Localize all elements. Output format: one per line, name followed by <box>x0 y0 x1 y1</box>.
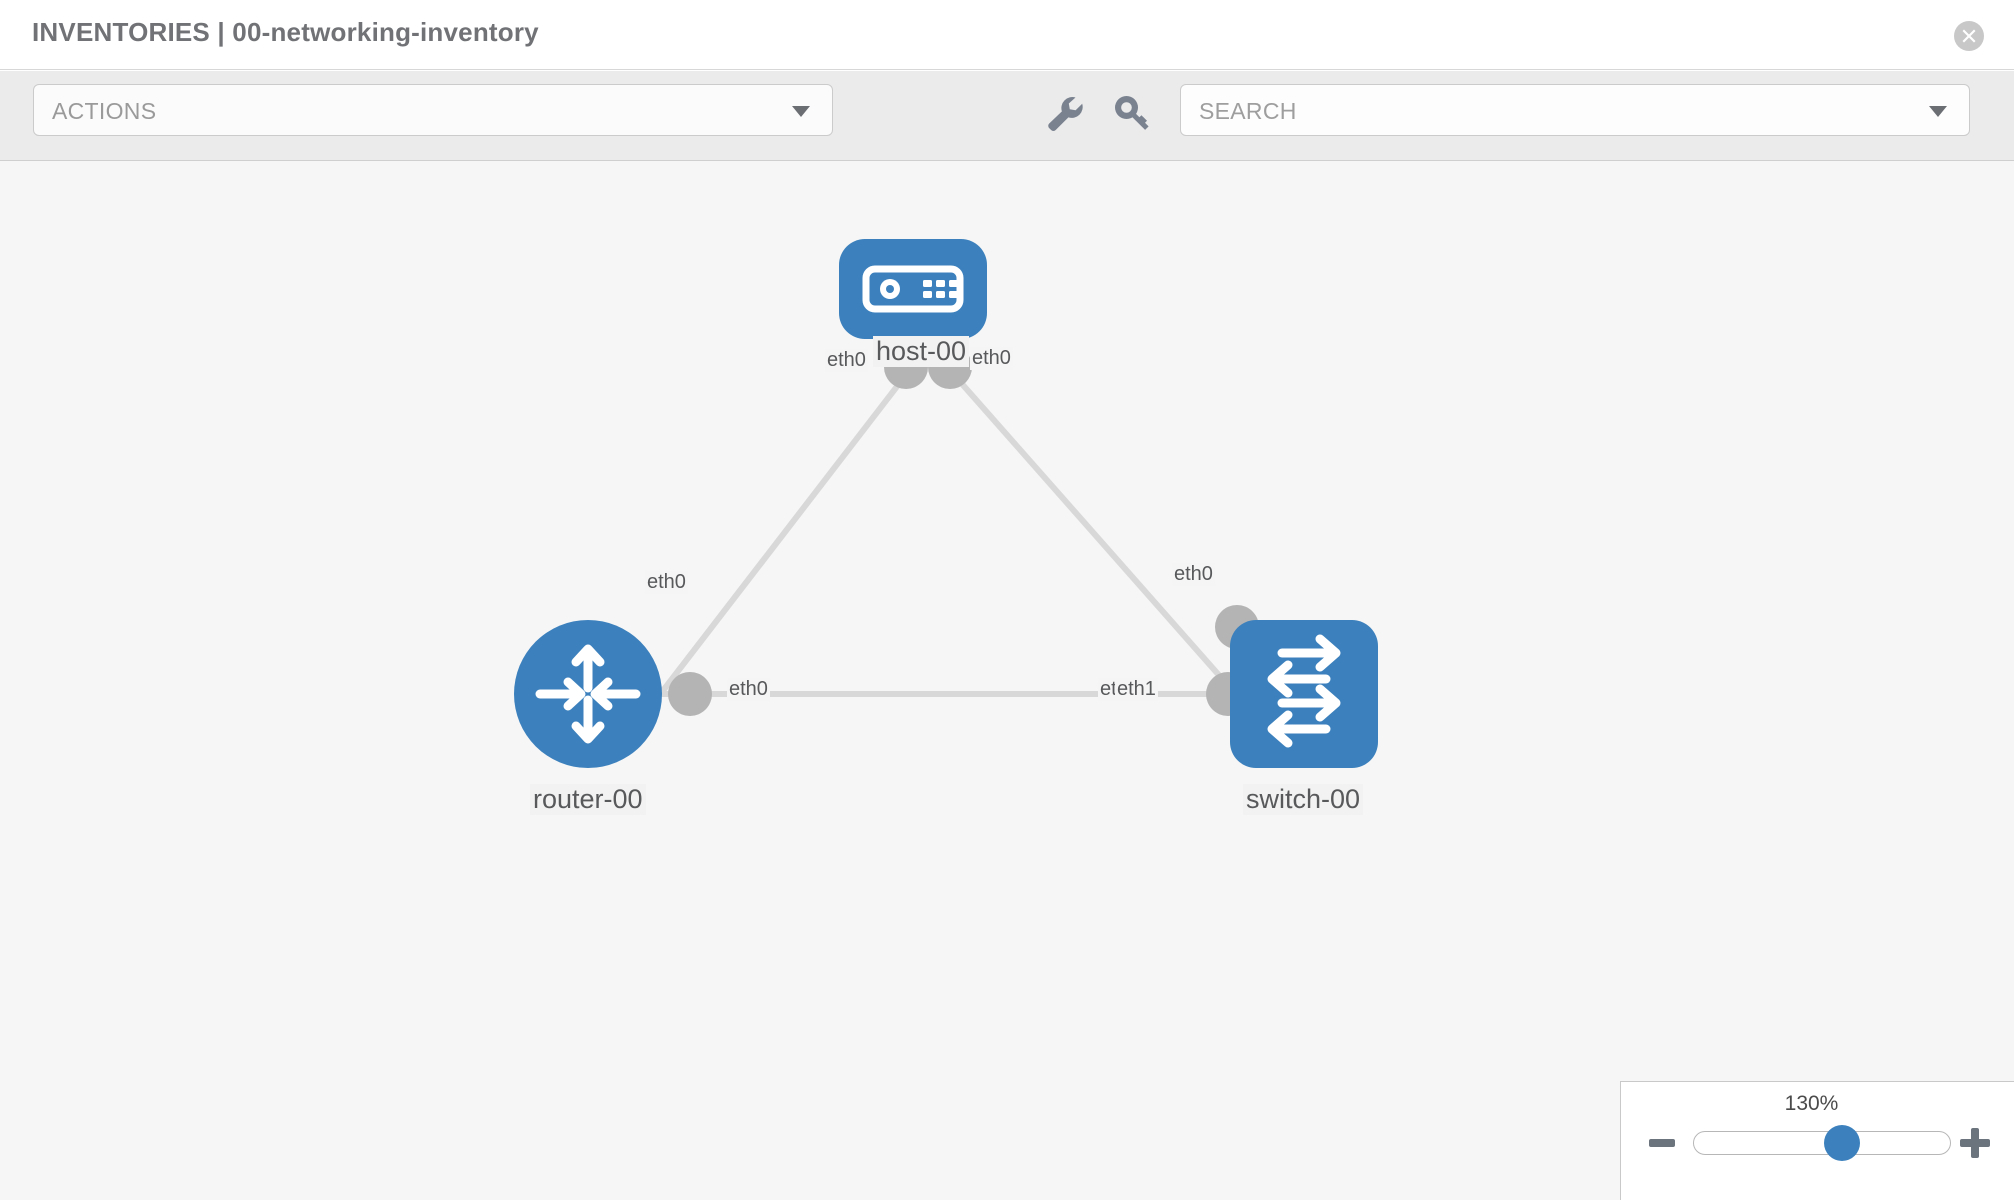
zoom-control-panel: 130% <box>1620 1081 2014 1200</box>
chevron-down-icon <box>792 106 810 117</box>
wrench-icon[interactable] <box>1042 93 1086 133</box>
topology-svg <box>514 239 1378 768</box>
iface-label-router-up: eth0 <box>645 571 688 594</box>
topology-links <box>652 374 1258 718</box>
node-host-00[interactable] <box>839 239 987 339</box>
node-label-switch-00: switch-00 <box>1243 784 1364 815</box>
zoom-slider-handle[interactable] <box>1824 1125 1861 1161</box>
iface-label-switch-up: eth0 <box>1172 563 1215 586</box>
link-router-host <box>652 374 908 703</box>
iface-label-host-right: eth0 <box>970 347 1013 370</box>
zoom-out-button[interactable] <box>1649 1139 1675 1147</box>
search-placeholder: SEARCH <box>1199 98 1297 124</box>
node-label-host-00: host-00 <box>873 336 970 367</box>
iface-label-host-left: eth0 <box>825 349 868 372</box>
search-input[interactable]: SEARCH <box>1180 84 1970 136</box>
node-switch-00[interactable] <box>1230 620 1378 768</box>
key-icon[interactable] <box>1110 93 1154 133</box>
topology-canvas[interactable]: eth0 eth0 eth0 eth0 eth0 eth0 eth1 host-… <box>0 161 2014 1200</box>
zoom-slider[interactable] <box>1693 1125 1951 1161</box>
close-icon[interactable] <box>1954 21 1984 51</box>
actions-dropdown-label: ACTIONS <box>52 98 157 124</box>
node-router-00[interactable] <box>514 620 662 768</box>
node-label-router-00: router-00 <box>530 784 646 815</box>
connector-router-right <box>668 672 712 716</box>
iface-label-router-right: eth0 <box>727 678 770 701</box>
actions-dropdown[interactable]: ACTIONS <box>33 84 833 136</box>
zoom-level-label: 130% <box>1784 1092 1839 1115</box>
page-header: INVENTORIES | 00-networking-inventory <box>0 0 2014 70</box>
topology-connectors <box>668 345 1259 716</box>
chevron-down-icon[interactable] <box>1929 106 1947 117</box>
zoom-in-button[interactable] <box>1960 1128 1990 1158</box>
link-host-switch <box>952 374 1258 718</box>
page-title: INVENTORIES | 00-networking-inventory <box>32 17 539 47</box>
iface-label-switch-left: eth1 <box>1115 678 1158 701</box>
